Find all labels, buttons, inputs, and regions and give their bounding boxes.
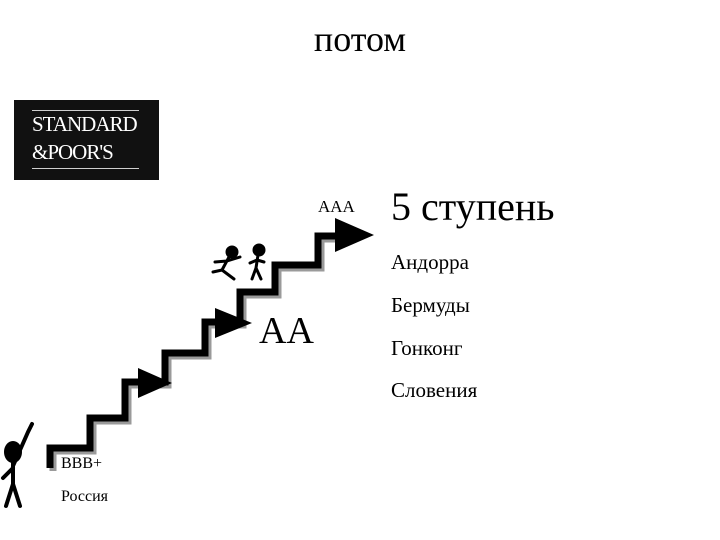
country-label-bottom: Россия bbox=[61, 488, 109, 505]
slide-title: потом bbox=[313, 19, 407, 59]
standard-poors-logo: STANDARD &POOR'S bbox=[14, 100, 159, 180]
arrowhead-middle bbox=[215, 308, 252, 338]
country-item: Гонконг bbox=[391, 336, 463, 360]
step-heading: 5 ступень bbox=[391, 184, 555, 229]
logo-rule-top bbox=[32, 110, 139, 111]
country-item: Словения bbox=[391, 378, 478, 402]
rating-label-bottom: BBB+ bbox=[61, 455, 103, 472]
arrowhead-lower bbox=[138, 368, 172, 398]
staircase-line bbox=[46, 232, 352, 468]
logo-line1: STANDARD bbox=[32, 112, 138, 136]
logo-line2: &POOR'S bbox=[32, 140, 114, 164]
logo-rule-bottom bbox=[32, 168, 139, 169]
rating-label-top: AAA bbox=[318, 197, 355, 216]
arrowhead-top bbox=[335, 218, 374, 252]
pointing-figure-icon bbox=[1, 422, 34, 508]
runner-figure-icon bbox=[211, 245, 242, 281]
country-item: Бермуды bbox=[391, 293, 470, 317]
country-item: Андорра bbox=[391, 250, 469, 274]
rating-label-middle: AA bbox=[259, 310, 314, 352]
walker-figure-icon bbox=[248, 243, 266, 281]
